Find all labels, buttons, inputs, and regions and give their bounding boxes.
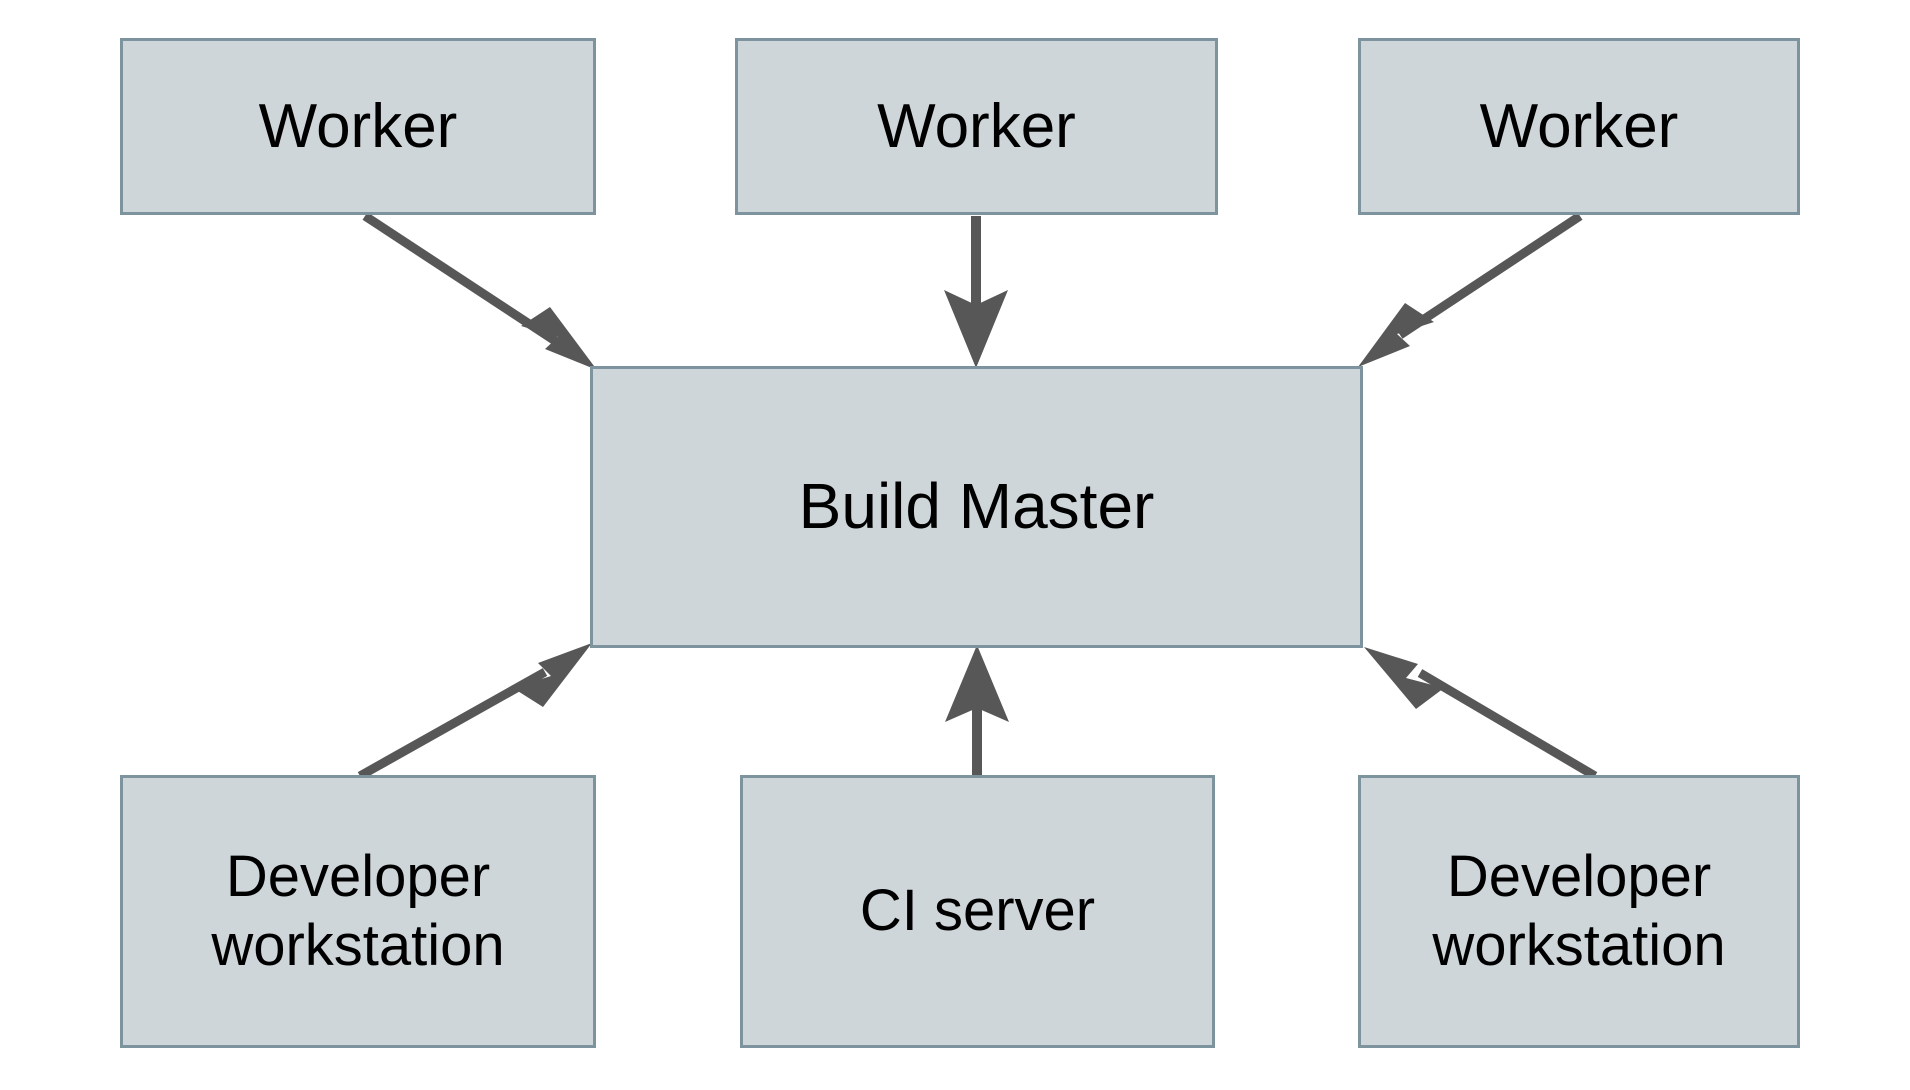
edge-dev-left-to-build-master bbox=[357, 643, 592, 780]
node-build-master[interactable]: Build Master bbox=[590, 366, 1363, 648]
node-ci-server[interactable]: CI server bbox=[740, 775, 1215, 1048]
edge-dev-right-to-build-master bbox=[1364, 647, 1598, 780]
node-label: Build Master bbox=[798, 470, 1155, 543]
node-label: Worker bbox=[258, 91, 458, 161]
node-label: Worker bbox=[877, 91, 1076, 161]
edge-worker-center-to-build-master bbox=[944, 216, 1008, 368]
node-worker-right[interactable]: Worker bbox=[1358, 38, 1800, 215]
edge-worker-left-to-build-master bbox=[362, 212, 597, 370]
node-developer-workstation-left[interactable]: Developer workstation bbox=[120, 775, 596, 1048]
edge-ci-server-to-build-master bbox=[945, 645, 1009, 776]
node-label: CI server bbox=[859, 878, 1096, 944]
node-label: Developer workstation bbox=[1432, 844, 1726, 978]
node-worker-left[interactable]: Worker bbox=[120, 38, 596, 215]
edge-worker-right-to-build-master bbox=[1358, 212, 1583, 367]
node-label: Worker bbox=[1479, 91, 1679, 161]
node-label: Developer workstation bbox=[211, 844, 505, 978]
node-developer-workstation-right[interactable]: Developer workstation bbox=[1358, 775, 1800, 1048]
node-worker-center[interactable]: Worker bbox=[735, 38, 1218, 215]
